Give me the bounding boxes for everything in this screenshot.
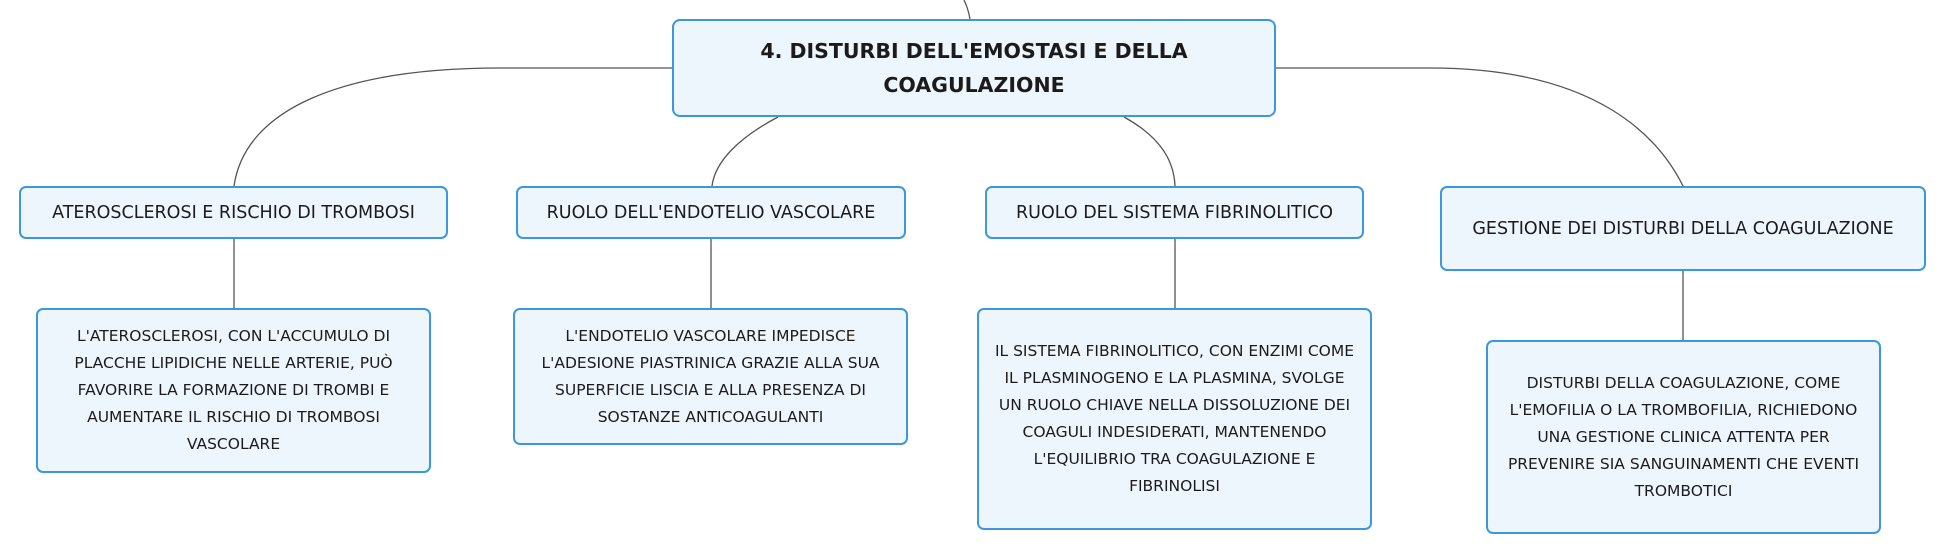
topic-node-atherosclerosis[interactable]: ATEROSCLEROSI E RISCHIO DI TROMBOSI [19, 186, 448, 239]
topic-node-label: RUOLO DELL'ENDOTELIO VASCOLARE [546, 202, 876, 223]
detail-node-atherosclerosis[interactable]: L'ATEROSCLEROSI, CON L'ACCUMULO DI PLACC… [36, 308, 431, 473]
detail-node-endothelium[interactable]: L'ENDOTELIO VASCOLARE IMPEDISCE L'ADESIO… [513, 308, 908, 445]
topic-node-label: GESTIONE DEI DISTURBI DELLA COAGULAZIONE [1472, 218, 1894, 239]
connector-parent-to-root [963, 0, 971, 20]
connector-root-to-topic-2 [711, 116, 779, 187]
root-node[interactable]: 4. DISTURBI DELL'EMOSTASI E DELLA COAGUL… [672, 19, 1276, 117]
topic-node-fibrinolytic-system[interactable]: RUOLO DEL SISTEMA FIBRINOLITICO [985, 186, 1364, 239]
detail-node-text: DISTURBI DELLA COAGULAZIONE, COME L'EMOF… [1507, 373, 1860, 500]
connector-root-to-topic-3 [1123, 116, 1176, 187]
detail-node-fibrinolytic-system[interactable]: IL SISTEMA FIBRINOLITICO, CON ENZIMI COM… [977, 308, 1372, 530]
detail-node-text: IL SISTEMA FIBRINOLITICO, CON ENZIMI COM… [994, 342, 1355, 495]
topic-node-label: ATEROSCLEROSI E RISCHIO DI TROMBOSI [52, 202, 415, 223]
topic-node-coagulation-disorders[interactable]: GESTIONE DEI DISTURBI DELLA COAGULAZIONE [1440, 186, 1926, 271]
detail-node-text: L'ATEROSCLEROSI, CON L'ACCUMULO DI PLACC… [74, 327, 393, 453]
connector-root-to-topic-1 [233, 67, 672, 187]
topic-node-label: RUOLO DEL SISTEMA FIBRINOLITICO [1016, 202, 1333, 223]
detail-node-coagulation-disorders[interactable]: DISTURBI DELLA COAGULAZIONE, COME L'EMOF… [1486, 340, 1881, 534]
root-node-label: 4. DISTURBI DELL'EMOSTASI E DELLA COAGUL… [760, 39, 1188, 97]
detail-node-text: L'ENDOTELIO VASCOLARE IMPEDISCE L'ADESIO… [541, 326, 880, 426]
connector-root-to-topic-4 [1276, 67, 1684, 187]
topic-node-endothelium[interactable]: RUOLO DELL'ENDOTELIO VASCOLARE [516, 186, 906, 239]
